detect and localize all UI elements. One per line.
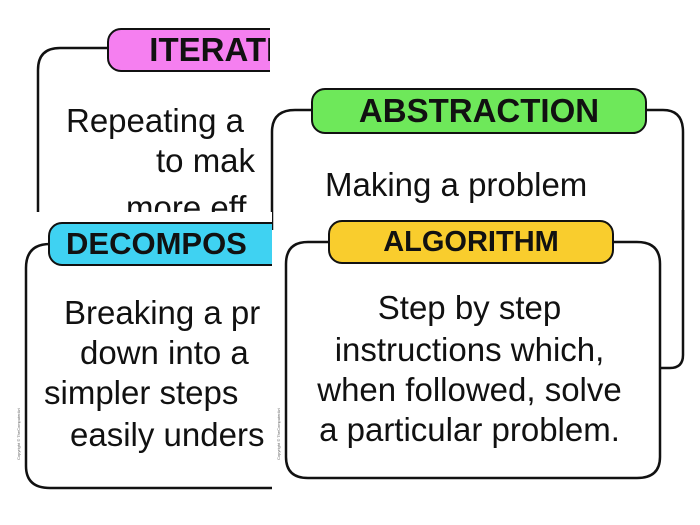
algorithm-card-frame bbox=[284, 240, 662, 480]
iteration-line-2: to mak bbox=[156, 142, 256, 179]
iteration-title-pill: ITERATION bbox=[107, 28, 270, 72]
algorithm-line-3: when followed, solve bbox=[317, 371, 622, 408]
iteration-title: ITERATION bbox=[149, 31, 270, 68]
abstraction-line-1: Making a problem bbox=[325, 166, 588, 203]
algorithm-line-4: a particular problem. bbox=[319, 411, 620, 448]
decomposition-title: DECOMPOS bbox=[66, 226, 247, 261]
abstraction-card: ABSTRACTION Making a problem bbox=[255, 80, 700, 230]
algorithm-title: ALGORITHM bbox=[383, 226, 559, 258]
abstraction-title-pill: ABSTRACTION bbox=[311, 88, 647, 134]
algorithm-line-2: instructions which, bbox=[334, 331, 605, 368]
decomposition-line-3: simpler steps bbox=[44, 374, 239, 411]
abstraction-card-frame bbox=[270, 108, 685, 230]
decomposition-copyright: Copyright © TheComputerArt bbox=[16, 408, 21, 460]
decomposition-card: DECOMPOS Breaking a pr down into a simpl… bbox=[0, 212, 272, 525]
iteration-card: ITERATION Repeating a to mak more eff bbox=[0, 0, 270, 212]
abstraction-title: ABSTRACTION bbox=[358, 92, 600, 129]
iteration-line-1: Repeating a bbox=[66, 102, 244, 139]
decomposition-card-frame bbox=[24, 242, 272, 490]
algorithm-line-1: Step by step bbox=[377, 289, 562, 326]
decomposition-line-2: down into a bbox=[80, 334, 249, 371]
algorithm-title-pill: ALGORITHM bbox=[328, 220, 614, 264]
iteration-line-3: more eff bbox=[126, 189, 247, 212]
algorithm-copyright: Copyright © TheComputerArt bbox=[276, 408, 281, 460]
decomposition-title-pill: DECOMPOS bbox=[48, 222, 272, 266]
iteration-card-frame bbox=[36, 46, 110, 212]
decomposition-line-4: easily unders bbox=[70, 416, 265, 453]
algorithm-card: ALGORITHM Step by step instructions whic… bbox=[272, 212, 667, 487]
abstraction-card-edge bbox=[650, 210, 685, 370]
decomposition-line-1: Breaking a pr bbox=[64, 294, 261, 331]
